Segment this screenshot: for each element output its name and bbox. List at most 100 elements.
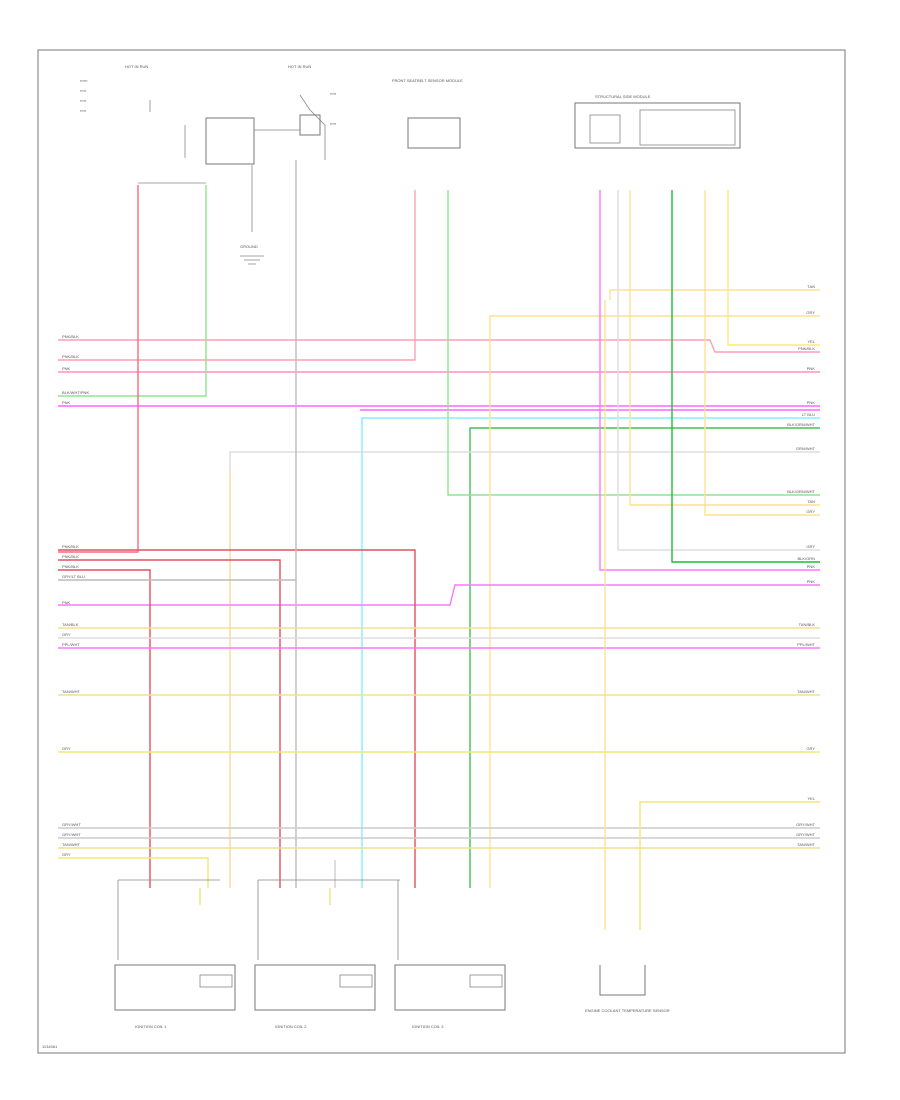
- ignition-coil-1-label: IGNITION COIL 1: [135, 1024, 167, 1029]
- left-wire-label: PNK: [62, 400, 71, 405]
- left-wire-label: PPL/WHT: [62, 642, 80, 647]
- wire-red-bus-3: [58, 569, 151, 888]
- right-wire-label: PNK: [807, 366, 816, 371]
- right-wire-label: TAN/BLK: [799, 622, 816, 627]
- right-wire-label: PNK: [807, 564, 816, 569]
- ignition-coil-2: IGNITION COIL 2: [254, 964, 376, 1029]
- fuse-block-label: ▪▪▪▪▪▪: [80, 79, 87, 83]
- wire-red-bus-1: [58, 549, 416, 888]
- left-wire-label: GRY: [62, 746, 71, 751]
- left-wire-label: GRY/WHT: [62, 822, 81, 827]
- side-module: STRUCTURAL SIDE MODULE: [574, 94, 741, 149]
- wire-pnk-right: [599, 190, 820, 571]
- ground-icon: [240, 255, 264, 265]
- ignition-coil-3: IGNITION COIL 3: [394, 964, 506, 1029]
- ignition-coil-1: IGNITION COIL 1: [114, 964, 236, 1029]
- left-wire-label: GRY: [62, 852, 71, 857]
- wire-yel-top: [727, 190, 820, 346]
- ignition-coil-3-label: IGNITION COIL 3: [412, 1024, 444, 1029]
- right-wire-label: BLK/GRN/WHT: [787, 422, 815, 427]
- diagram-frame: [37, 49, 846, 1054]
- fuse-block-label-2: ▪▪▪▪▪: [80, 89, 86, 93]
- engine-sensor-box: [599, 965, 646, 996]
- fuse-block-label-3: ▪▪▪▪▪: [80, 99, 86, 103]
- right-wire-label: PNK: [807, 579, 816, 584]
- wire-red-vert-1: [58, 185, 139, 553]
- side-module-box: [574, 102, 741, 149]
- front-sensor-module-label: FRONT SEATBELT SENSOR MODULE: [392, 78, 463, 83]
- wire-gry-3: [58, 857, 209, 888]
- ignition-coil-3-driver: [469, 974, 503, 988]
- ignition-coil-2-box: [254, 964, 376, 1011]
- ground-symbol-group: GROUND: [240, 165, 264, 265]
- side-module-inner-right: [639, 109, 736, 146]
- right-wire-label: PNK/BLK: [798, 346, 815, 351]
- left-wire-label: PNK/BLK: [62, 544, 79, 549]
- right-wire-label: GRY/WHT: [796, 832, 815, 837]
- wire-pnk-blk-1: [58, 339, 820, 353]
- wire-tan-mid: [629, 190, 820, 506]
- wire-blk-grn: [671, 190, 820, 563]
- wire-gry-mid-2: [617, 190, 820, 551]
- side-module-inner-left: [589, 114, 621, 144]
- right-wire-label: BLK/GRN: [797, 556, 815, 561]
- wire-yel-low: [639, 801, 820, 930]
- wire-gry-bus: [58, 190, 297, 581]
- wire-pnk-blk-2: [58, 190, 416, 361]
- right-wire-label: GRY/WHT: [796, 822, 815, 827]
- wire-blk-grn-wht-2: [447, 190, 820, 496]
- wire-blk-grn-wht: [469, 427, 820, 888]
- switch-box: [299, 114, 321, 136]
- wire-grn-wht: [229, 451, 820, 888]
- wire-red-bus-2: [58, 559, 281, 888]
- ground-bars: [117, 879, 400, 960]
- ground-label: GROUND: [240, 244, 258, 249]
- engine-sensor-label: ENGINE COOLANT TEMPERATURE SENSOR: [585, 1008, 670, 1013]
- footer-code: 1134061: [42, 1044, 58, 1049]
- left-wire-label: PNK: [62, 366, 71, 371]
- switch-contact: [299, 94, 326, 160]
- wire-gry-mid: [704, 190, 820, 516]
- wire-pnk-mid: [58, 584, 820, 606]
- right-wire-label: YEL: [807, 796, 815, 801]
- ignition-coil-1-driver: [199, 974, 233, 988]
- wire-lt-blu: [361, 417, 820, 888]
- ignition-coil-2-label: IGNITION COIL 2: [275, 1024, 307, 1029]
- hot-in-run-label-2: HOT IN RUN: [288, 64, 311, 69]
- left-wire-label: BLK/WHT/PNK: [62, 390, 89, 395]
- ignition-coil-2-driver: [339, 974, 373, 988]
- hot-in-run-label-1: HOT IN RUN: [125, 64, 148, 69]
- wire-blk-wht-pnk: [58, 185, 207, 397]
- right-wire-label: TAN/WHT: [797, 842, 815, 847]
- wire-gry-top: [489, 315, 820, 888]
- right-wire-label: GRY: [806, 310, 815, 315]
- engine-sensor: ENGINE COOLANT TEMPERATURE SENSOR: [585, 965, 670, 1013]
- right-wire-label: TAN: [807, 499, 815, 504]
- right-wire-label: YEL: [807, 339, 815, 344]
- right-wire-label: TAN/WHT: [797, 689, 815, 694]
- right-wire-label: GRY: [806, 544, 815, 549]
- left-wire-labels: PNK/BLK PNK/BLK PNK BLK/WHT/PNK PNK PNK/BLK PN…: [62, 334, 89, 857]
- left-wire-label: PNK/BLK: [62, 354, 79, 359]
- right-wire-label: GRN/WHT: [796, 446, 816, 451]
- switch-label: ▪▪▪▪▪: [330, 92, 336, 96]
- right-wire-label: BLK/GRN/WHT: [787, 489, 815, 494]
- left-wire-label: PNK/BLK: [62, 334, 79, 339]
- right-wire-label: GRY: [806, 746, 815, 751]
- switch-label-2: ▪▪▪▪▪: [330, 122, 336, 126]
- ignition-coil-1-box: [114, 964, 236, 1011]
- left-wire-label: PNK/BLK: [62, 554, 79, 559]
- side-module-label: STRUCTURAL SIDE MODULE: [595, 94, 651, 99]
- front-sensor-box: [407, 117, 461, 149]
- hot-in-run-group-1: HOT IN RUN ▪▪▪▪▪▪ ▪▪▪▪▪ ▪▪▪▪▪ ▪▪▪▪▪: [80, 64, 300, 184]
- left-wire-label: GRY/WHT: [62, 832, 81, 837]
- right-wire-labels: TAN GRY YEL PNK/BLK PNK PNK LT BLU BLK/GRN/WHT G…: [787, 284, 816, 847]
- left-wire-label: TAN/BLK: [62, 622, 79, 627]
- right-wire-label: GRY: [806, 509, 815, 514]
- left-wire-label: TAN/WHT: [62, 689, 80, 694]
- left-wire-label: PNK/BLK: [62, 564, 79, 569]
- right-wire-label: TAN: [807, 284, 815, 289]
- right-wire-label: LT BLU: [802, 412, 815, 417]
- relay-box: [205, 117, 255, 165]
